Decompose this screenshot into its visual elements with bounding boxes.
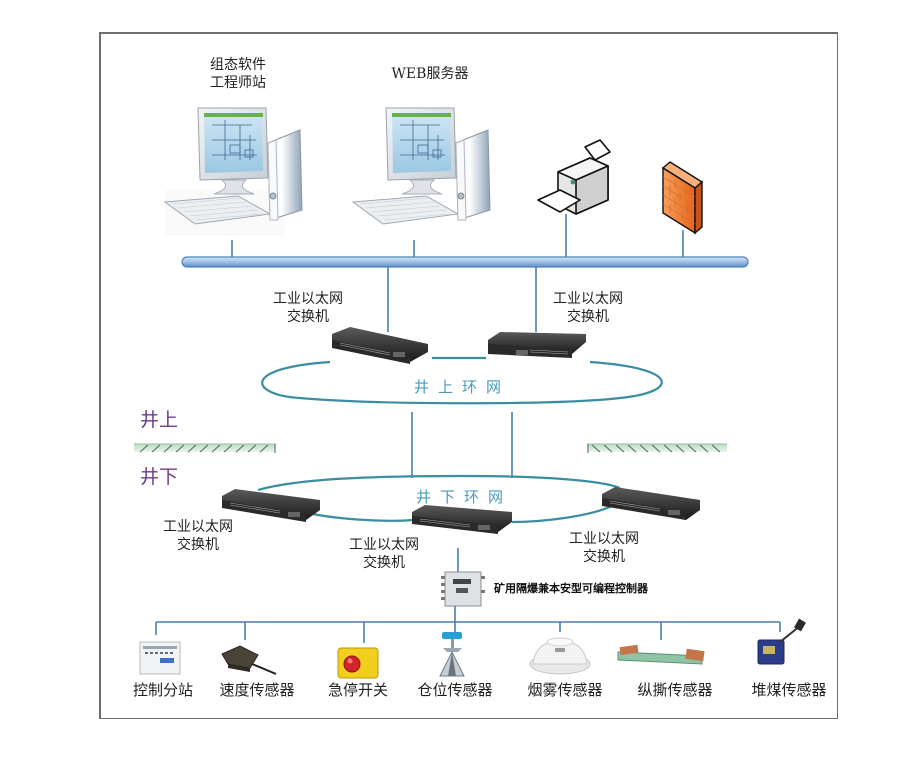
label-line: 工业以太网 bbox=[273, 291, 343, 307]
scada-graphic bbox=[212, 120, 257, 160]
smoke-sensor-icon bbox=[529, 637, 591, 675]
label-line: 交换机 bbox=[583, 549, 625, 565]
underground-ring bbox=[257, 474, 621, 524]
label-line: 交换机 bbox=[177, 537, 219, 553]
surface-switch-right-label: 工业以太网 交换机 bbox=[548, 290, 628, 326]
plc-controller-icon bbox=[441, 571, 485, 607]
surface-switch-right bbox=[488, 332, 586, 358]
label-line: 工业以太网 bbox=[569, 531, 639, 547]
diagram-frame bbox=[99, 32, 838, 719]
ethernet-bus bbox=[181, 256, 749, 268]
web-server-label: WEB服务器 bbox=[380, 65, 480, 83]
field-device-label: 控制分站 bbox=[132, 681, 193, 699]
plc-controller-label: 矿用隔爆兼本安型可编程控制器 bbox=[494, 582, 648, 595]
level-sensor-icon bbox=[439, 632, 465, 677]
field-device-label: 急停开关 bbox=[327, 681, 388, 699]
label-line: 工业以太网 bbox=[349, 537, 419, 553]
label-line: 交换机 bbox=[363, 555, 405, 571]
scada-graphic bbox=[400, 120, 445, 160]
field-device-label: 纵撕传感器 bbox=[637, 681, 713, 699]
speed-sensor-icon bbox=[221, 645, 277, 675]
ring-interconnect bbox=[411, 412, 513, 478]
label-line: 组态软件 bbox=[210, 57, 266, 73]
surface-ring bbox=[261, 356, 663, 405]
underground-switch-center-label: 工业以太网 交换机 bbox=[344, 536, 424, 572]
zone-label-underground: 井下 bbox=[140, 466, 179, 488]
surface-switch-left bbox=[332, 327, 428, 364]
engineer-station-computer bbox=[163, 107, 303, 236]
monitor-stand bbox=[213, 179, 255, 195]
screen-titlebar bbox=[204, 113, 263, 117]
zone-label-above-ground: 井上 bbox=[140, 409, 179, 431]
ground-surface-left bbox=[134, 443, 276, 453]
engineer-station-label: 组态软件 工程师站 bbox=[198, 56, 278, 92]
label-line: WEB服务器 bbox=[391, 66, 469, 82]
underground-switch-right-label: 工业以太网 交换机 bbox=[564, 530, 644, 566]
switch-uplinks bbox=[387, 267, 537, 332]
printer-icon bbox=[537, 139, 611, 215]
underground-switch-left bbox=[222, 489, 320, 522]
monitor-screen bbox=[392, 113, 451, 173]
coal-pile-sensor-icon bbox=[757, 618, 806, 665]
label-line: 交换机 bbox=[567, 309, 609, 325]
surface-switch-left-label: 工业以太网 交换机 bbox=[268, 290, 348, 326]
label-line: 工业以太网 bbox=[163, 519, 233, 535]
ground-surface-right bbox=[587, 443, 727, 453]
field-device-label: 仓位传感器 bbox=[417, 681, 493, 699]
field-bus bbox=[155, 621, 781, 643]
label-line: 交换机 bbox=[287, 309, 329, 325]
underground-switch-left-label: 工业以太网 交换机 bbox=[158, 518, 238, 554]
control-substation-icon bbox=[139, 641, 181, 675]
bus-drop-lines bbox=[231, 214, 684, 262]
tear-sensor-icon bbox=[617, 644, 705, 665]
field-device-label: 烟雾传感器 bbox=[527, 681, 603, 699]
monitor-stand bbox=[401, 179, 443, 195]
underground-ring-label: 井下环网 bbox=[416, 488, 513, 506]
emergency-stop-icon bbox=[337, 647, 379, 679]
keyboard-keys bbox=[171, 197, 263, 221]
surface-ring-label: 井上环网 bbox=[414, 378, 511, 396]
label-line: 工业以太网 bbox=[553, 291, 623, 307]
label-line: 工程师站 bbox=[210, 75, 266, 91]
underground-switch-right bbox=[602, 487, 700, 520]
field-device-label: 速度传感器 bbox=[219, 681, 295, 699]
web-server-computer bbox=[351, 107, 491, 225]
firewall-icon bbox=[661, 161, 704, 235]
monitor-screen bbox=[204, 113, 263, 173]
underground-switch-center bbox=[412, 505, 512, 534]
field-device-label: 堆煤传感器 bbox=[751, 681, 827, 699]
